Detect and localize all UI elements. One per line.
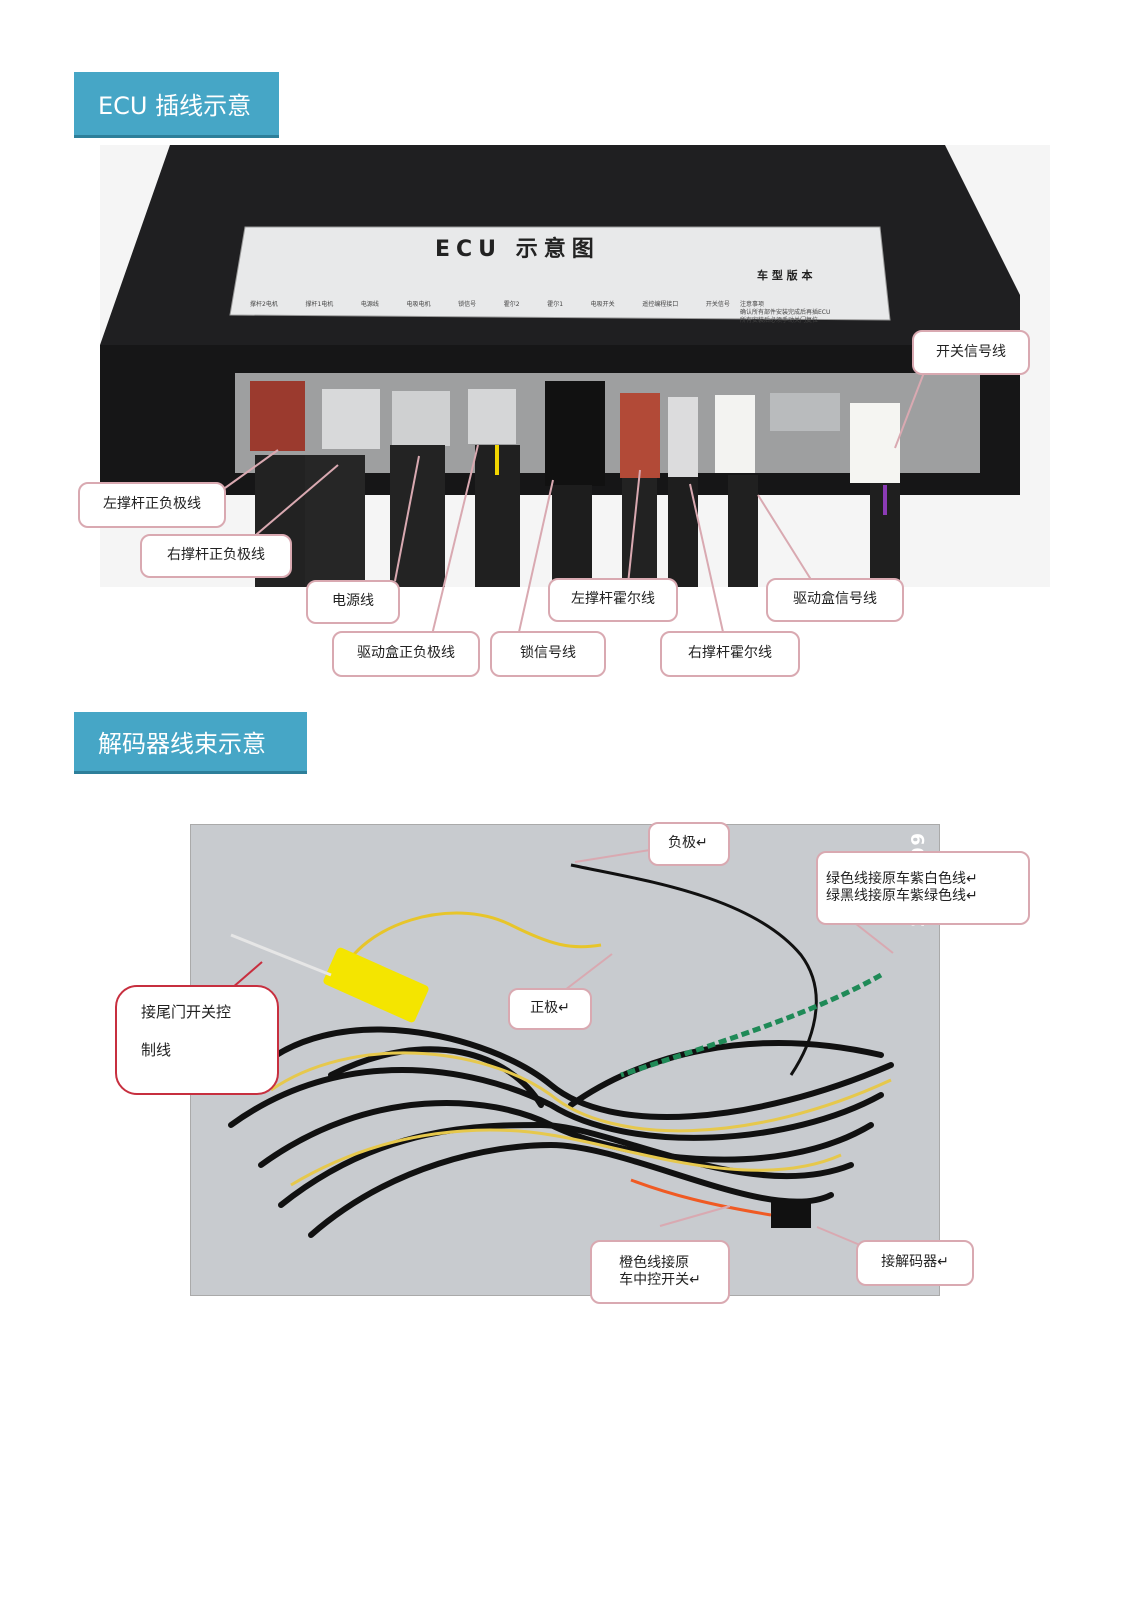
port-label: 电吸开关 [590, 301, 615, 308]
callout-switch-signal: 开关信号线 [912, 330, 1030, 375]
ecu-photo: ECU 示意图 车 型 版 本 撑杆2电机 撑杆1电机 电源线 电吸电机 锁信号… [100, 145, 1050, 587]
section-header-decoder: 解码器线束示意 [74, 712, 307, 774]
callout-decoder: 接解码器↵ [856, 1240, 974, 1286]
ecu-note: 所有安装后必须手动关门复位 [740, 316, 819, 324]
port-label: 电源线 [360, 301, 379, 308]
callout-power-line: 电源线 [306, 580, 400, 624]
port-label: 遥控编程接口 [642, 301, 679, 308]
callout-driver-box-power: 驱动盒正负极线 [332, 631, 480, 677]
ecu-illustration [100, 145, 1050, 587]
callout-tailgate-switch: 接尾门开关控 制线 [115, 985, 279, 1095]
section-header-ecu: ECU 插线示意 [74, 72, 279, 138]
port-label: 撑杆2电机 [250, 301, 278, 308]
ecu-note: 确认所有部件安装完成后再插ECU [740, 308, 831, 316]
section-title: 解码器线束示意 [98, 730, 266, 758]
ecu-notes: 注意事项 确认所有部件安装完成后再插ECU 所有安装后必须手动关门复位 [740, 301, 830, 324]
callout-green-line: 绿色线接原车紫白色线↵ 绿黑线接原车紫绿色线↵ [816, 851, 1030, 925]
port-label: 电吸电机 [406, 301, 431, 308]
ecu-label-title: ECU 示意图 [435, 237, 600, 262]
callout-negative: 负极↵ [648, 822, 730, 866]
ecu-port-labels: 撑杆2电机 撑杆1电机 电源线 电吸电机 锁信号 霍尔2 霍尔1 电吸开关 遥控… [250, 299, 730, 308]
port-label: 霍尔2 [503, 301, 520, 308]
port-label: 锁信号 [458, 301, 477, 308]
section-title: ECU 插线示意 [98, 92, 252, 120]
port-label: 霍尔1 [547, 301, 564, 308]
port-label: 撑杆1电机 [305, 301, 334, 308]
harness-illustration [191, 825, 939, 1295]
callout-lock-signal: 锁信号线 [490, 631, 606, 677]
ecu-version-label: 车 型 版 本 [757, 269, 813, 282]
callout-left-strut-power: 左撑杆正负极线 [78, 482, 226, 528]
callout-left-strut-hall: 左撑杆霍尔线 [548, 578, 678, 622]
port-label: 开关信号 [705, 301, 730, 308]
callout-right-strut-hall: 右撑杆霍尔线 [660, 631, 800, 677]
ecu-note: 注意事项 [740, 301, 765, 308]
decoder-harness-photo: 2018.09 [190, 824, 940, 1296]
callout-orange-line: 橙色线接原 车中控开关↵ [590, 1240, 730, 1304]
callout-driver-box-signal: 驱动盒信号线 [766, 578, 904, 622]
callout-right-strut-power: 右撑杆正负极线 [140, 534, 292, 578]
callout-positive: 正极↵ [508, 988, 592, 1030]
